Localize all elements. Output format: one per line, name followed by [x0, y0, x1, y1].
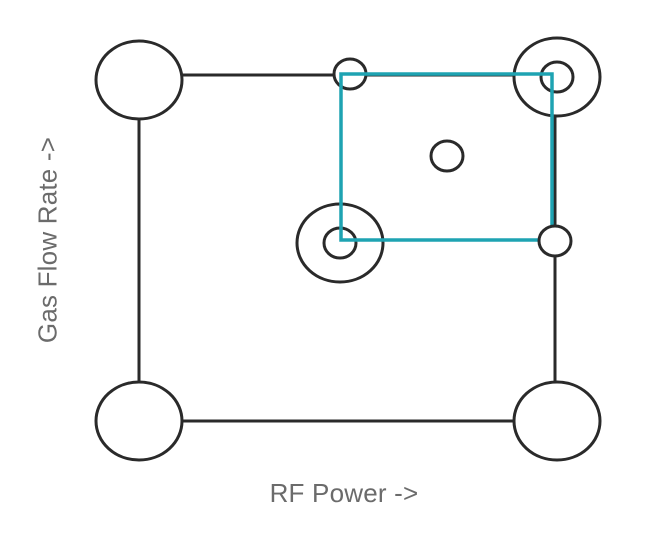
corner-point-top-left	[94, 39, 184, 121]
corner-point-top-right-inner	[539, 60, 575, 94]
center-point	[429, 139, 465, 173]
edge-point-right	[537, 224, 573, 258]
corner-point-bottom-right	[512, 380, 602, 462]
y-axis-label: Gas Flow Rate ->	[32, 136, 63, 344]
x-axis-label: RF Power ->	[269, 478, 419, 508]
highlighted-region	[339, 72, 554, 242]
corner-point-bottom-left	[94, 380, 184, 462]
